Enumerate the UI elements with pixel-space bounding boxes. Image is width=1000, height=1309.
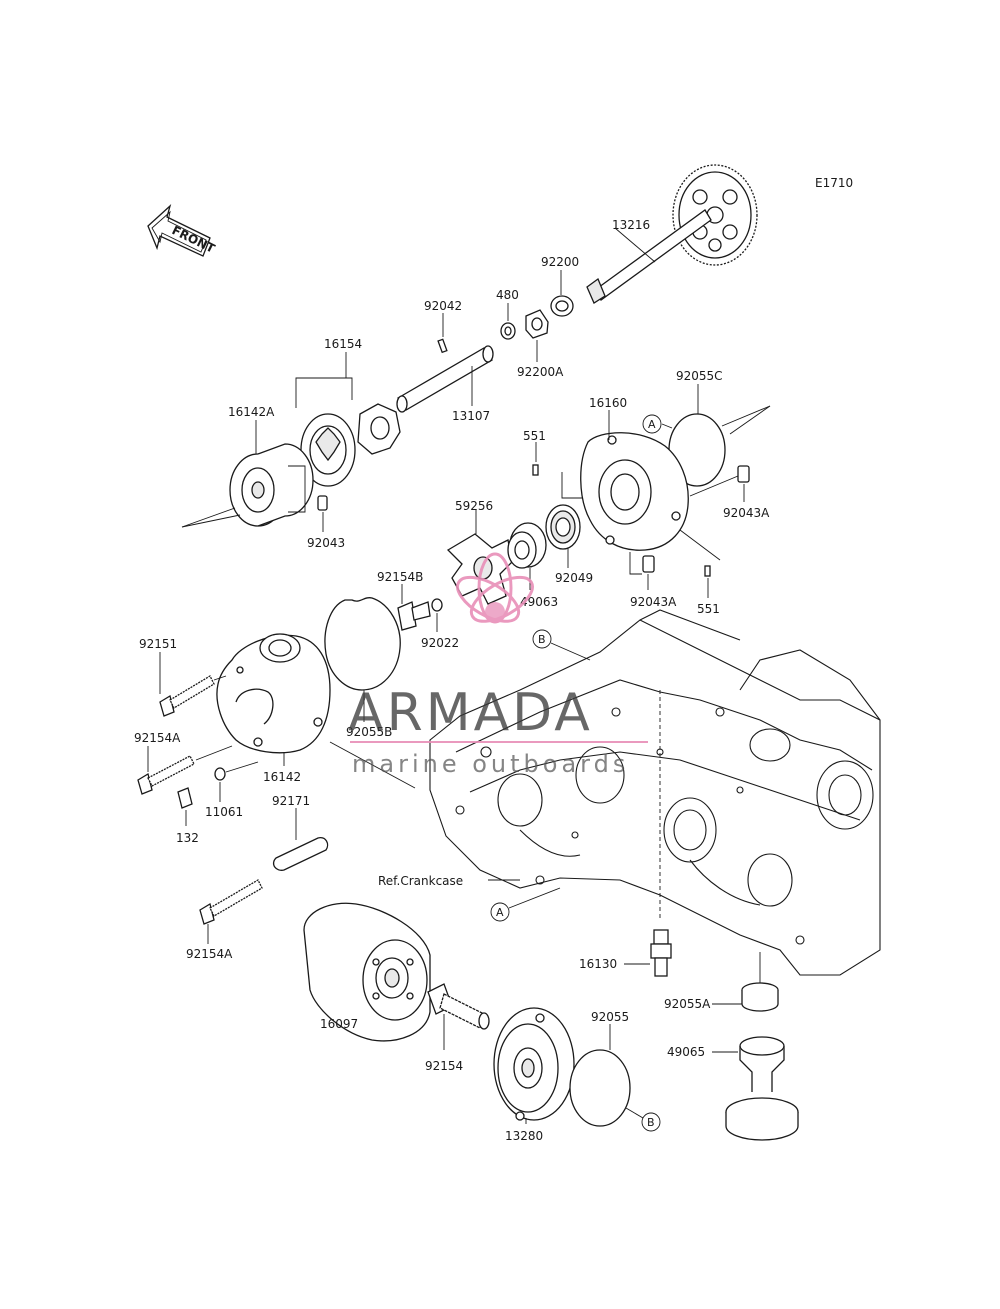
label-13107: 13107 <box>452 409 490 423</box>
label-92055B: 92055B <box>346 725 392 739</box>
label-16142: 16142 <box>263 770 301 784</box>
label-13216: 13216 <box>612 218 650 232</box>
pin-92042 <box>437 338 448 354</box>
fitting-bolt-92154 <box>427 983 490 1030</box>
washer-11061 <box>214 767 226 781</box>
label-92055A: 92055A <box>664 997 711 1011</box>
bolt-92151 <box>159 675 215 717</box>
label-551-top: 551 <box>523 429 546 443</box>
bearing-92049 <box>545 504 581 550</box>
diagram-code: E1710 <box>815 176 853 190</box>
ref-crankcase-label: Ref.Crankcase <box>378 874 463 888</box>
armada-watermark: ARMADA marine outboards <box>348 552 648 778</box>
callout-b-top: B <box>538 633 546 646</box>
dowel-92043A-right <box>737 465 750 483</box>
label-16142A: 16142A <box>228 405 275 419</box>
label-49065: 49065 <box>667 1045 705 1059</box>
watermark-subtitle: marine outboards <box>352 750 629 778</box>
callout-a-top: A <box>648 418 656 431</box>
pump-shaft-13107 <box>396 345 494 413</box>
label-11061: 11061 <box>205 805 243 819</box>
bolt-92154B <box>397 601 431 631</box>
pump-cover-16160 <box>580 432 689 551</box>
dowel-92043 <box>317 495 328 511</box>
pin-551-top <box>532 464 539 476</box>
callout-b-bottom: B <box>647 1116 655 1129</box>
label-13280: 13280 <box>505 1129 543 1143</box>
label-92043A-bottom: 92043A <box>630 595 677 609</box>
dowel-92043A-bottom <box>642 555 655 573</box>
label-16097: 16097 <box>320 1017 358 1031</box>
front-arrow-icon: FRONT <box>147 204 218 257</box>
callout-a-bottom: A <box>496 906 504 919</box>
label-92154A-lower: 92154A <box>186 947 233 961</box>
label-16154: 16154 <box>324 337 362 351</box>
oil-pump-gear-shaft <box>586 164 758 304</box>
label-16130: 16130 <box>579 957 617 971</box>
label-480: 480 <box>496 288 519 302</box>
bolt-92154A-lower <box>199 879 263 925</box>
label-92200: 92200 <box>541 255 579 269</box>
label-92154B: 92154B <box>377 570 423 584</box>
label-551-bottom: 551 <box>697 602 720 616</box>
label-92042: 92042 <box>424 299 462 313</box>
label-92043: 92043 <box>307 536 345 550</box>
label-59256: 59256 <box>455 499 493 513</box>
bolt-92154A-upper <box>137 755 195 795</box>
label-92049: 92049 <box>555 571 593 585</box>
washer-92022 <box>431 598 443 612</box>
oil-pressure-switch-16130 <box>650 929 672 977</box>
crankcase-reference <box>429 609 881 976</box>
gasket-92055B <box>324 597 401 691</box>
plug-132 <box>177 787 193 809</box>
mechanical-seal-49063 <box>507 522 547 569</box>
rotor-set-16154 <box>300 403 401 487</box>
label-92043A-right: 92043A <box>723 506 770 520</box>
oil-cooler-13280 <box>493 1007 575 1121</box>
pump-body-16142A <box>229 443 314 527</box>
label-92171: 92171 <box>272 794 310 808</box>
oil-strainer-49065 <box>725 1036 799 1141</box>
label-49063: 49063 <box>520 595 558 609</box>
label-92200A: 92200A <box>517 365 564 379</box>
label-92022: 92022 <box>421 636 459 650</box>
label-16160: 16160 <box>589 396 627 410</box>
label-92151: 92151 <box>139 637 177 651</box>
label-132: 132 <box>176 831 199 845</box>
label-92055C: 92055C <box>676 369 723 383</box>
watermark-title: ARMADA <box>348 683 593 743</box>
bracket-92171 <box>272 837 329 871</box>
plate-92200A <box>525 309 549 339</box>
oil-filter-16097 <box>303 902 431 1042</box>
o-ring-92055 <box>569 1049 631 1127</box>
label-92055: 92055 <box>591 1010 629 1024</box>
label-92154A-upper: 92154A <box>134 731 181 745</box>
propeller-logo-icon <box>456 552 534 624</box>
o-ring-92055A <box>741 982 779 1012</box>
label-92154: 92154 <box>425 1059 463 1073</box>
pump-housing-16142 <box>216 633 331 754</box>
pin-551-bottom <box>704 565 711 577</box>
